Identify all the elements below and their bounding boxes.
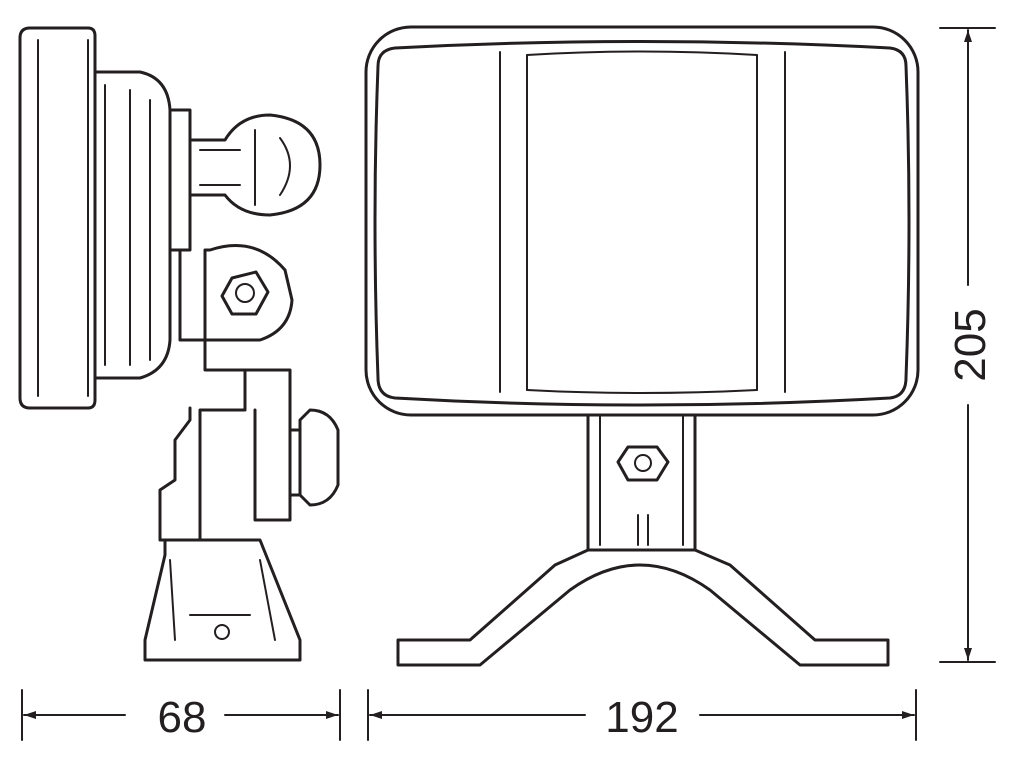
nut-front — [616, 445, 670, 482]
height-label: 205 — [946, 308, 995, 381]
nut-side — [220, 270, 270, 316]
dimension-width: 192 — [367, 689, 917, 742]
front-view — [364, 25, 920, 667]
dimension-depth: 68 — [21, 689, 341, 742]
dimension-height: 205 — [939, 27, 996, 663]
depth-label: 68 — [158, 693, 207, 742]
width-label: 192 — [605, 693, 678, 742]
side-view — [18, 26, 340, 662]
